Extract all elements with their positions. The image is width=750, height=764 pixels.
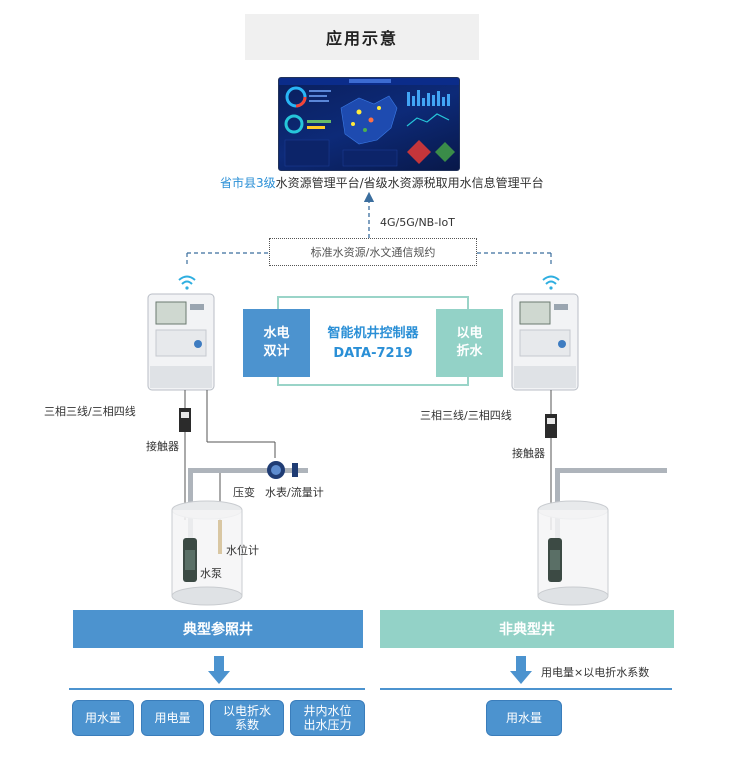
- network-label: 4G/5G/NB-IoT: [380, 216, 455, 229]
- pressure-label: 压变: [233, 486, 255, 499]
- controller-model: DATA-7219: [333, 346, 413, 361]
- platform-names: 水资源管理平台/省级水资源税取用水信息管理平台: [275, 176, 544, 190]
- down-arrow-left: [208, 656, 230, 684]
- dual-metering-block: 水电 双计: [243, 309, 310, 377]
- platform-levels: 省市县3级: [220, 176, 276, 190]
- formula-label: 用电量×以电折水系数: [541, 666, 650, 679]
- wifi-icon-right: [542, 275, 560, 290]
- level-gauge-label: 水位计: [226, 544, 259, 557]
- atypical-well-bar: 非典型井: [380, 610, 674, 648]
- output-label: 用水量: [84, 711, 121, 725]
- pump-icon-right: [548, 538, 562, 582]
- output-water-level-pressure[interactable]: 井内水位 出水压力: [290, 700, 365, 736]
- electricity-to-water-block: 以电 折水: [436, 309, 503, 377]
- contactor-label-right: 接触器: [512, 447, 545, 460]
- down-arrow-right: [510, 656, 532, 684]
- output-label: 用水量: [505, 711, 542, 725]
- smart-meter-left: [147, 293, 215, 391]
- controller-name: 智能机井控制器: [327, 326, 419, 341]
- level-gauge-icon: [218, 520, 222, 554]
- wifi-icon-left: [178, 275, 196, 290]
- smart-meter-right: [511, 293, 579, 391]
- water-meter-icon: [267, 461, 298, 479]
- output-label: 以电折水 系数: [222, 704, 271, 732]
- dashboard-screenshot: [278, 77, 460, 171]
- platform-label: 省市县3级水资源管理平台/省级水资源税取用水信息管理平台: [220, 174, 600, 191]
- pump-label: 水泵: [200, 567, 222, 580]
- typical-well-bar: 典型参照井: [73, 610, 363, 648]
- dashboard-graphic: [279, 78, 459, 167]
- well-tank-right: [537, 500, 609, 606]
- output-water-usage-left[interactable]: 用水量: [72, 700, 134, 736]
- wiring-label-left: 三相三线/三相四线: [44, 405, 136, 418]
- contactor-left: [179, 408, 191, 432]
- output-water-usage-right[interactable]: 用水量: [486, 700, 562, 736]
- separator-right: [380, 688, 672, 690]
- electricity-to-water-label: 以电 折水: [456, 326, 483, 359]
- protocol-box: 标准水资源/水文通信规约: [269, 238, 477, 266]
- output-label: 井内水位 出水压力: [303, 704, 352, 732]
- output-conversion-coefficient[interactable]: 以电折水 系数: [210, 700, 284, 736]
- contactor-right: [545, 414, 557, 438]
- separator-left: [69, 688, 365, 690]
- contactor-label-left: 接触器: [146, 440, 179, 453]
- output-label: 用电量: [154, 711, 191, 725]
- output-electricity-usage[interactable]: 用电量: [141, 700, 204, 736]
- wiring-label-right: 三相三线/三相四线: [420, 409, 512, 422]
- meter-label: 水表/流量计: [265, 486, 324, 499]
- pump-icon-left: [183, 538, 197, 582]
- page-title: 应用示意: [245, 14, 479, 60]
- dual-metering-label: 水电 双计: [263, 326, 290, 359]
- controller-name-group: 智能机井控制器 DATA-7219: [311, 324, 435, 364]
